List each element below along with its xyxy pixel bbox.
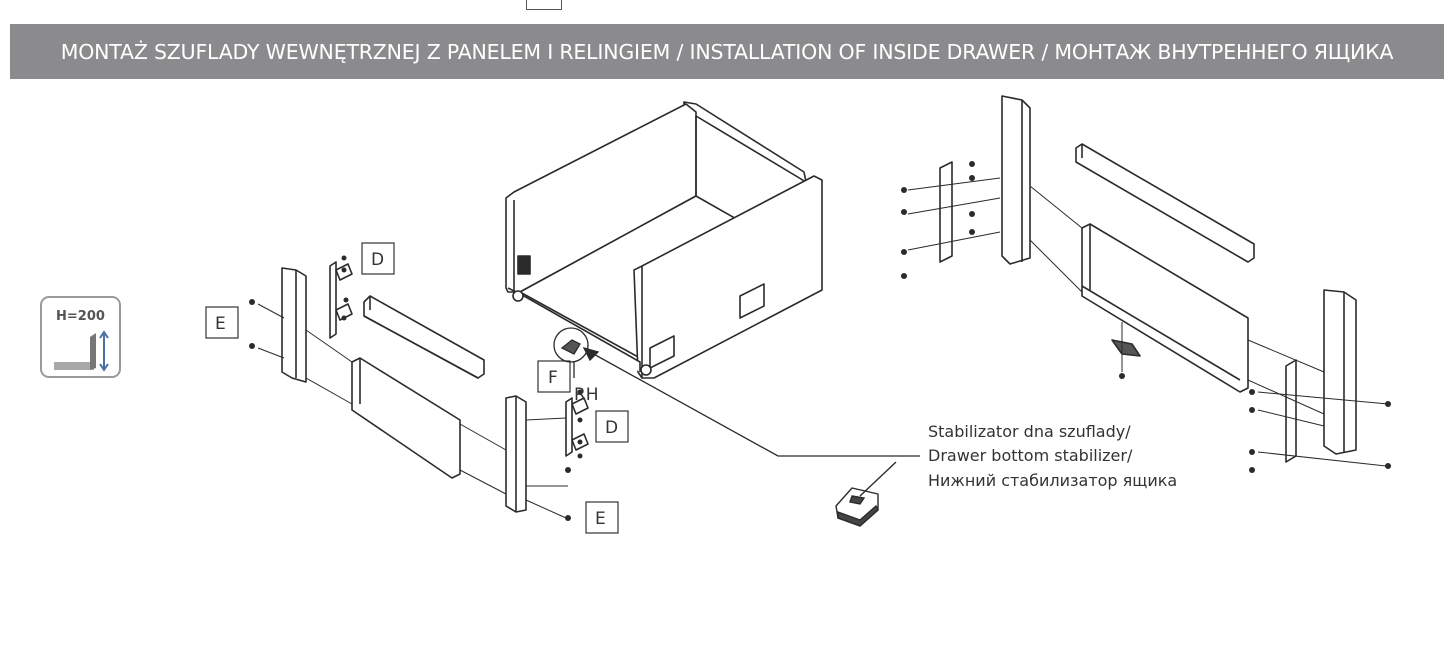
drawer-box xyxy=(505,101,823,379)
svg-text:D: D xyxy=(371,250,384,270)
front-panel-assembly xyxy=(281,261,589,513)
svg-text:E: E xyxy=(595,509,606,529)
page-title: MONTAŻ SZUFLADY WEWNĘTRZNEJ Z PANELEM I … xyxy=(60,39,1394,64)
height-badge-label: H=200 xyxy=(56,309,105,324)
caption-line-1: Stabilizator dna szuflady/ xyxy=(928,422,1131,441)
svg-text:E: E xyxy=(215,314,226,334)
label-f: F xyxy=(537,360,571,393)
label-d-top: D xyxy=(361,242,395,275)
svg-text:D: D xyxy=(605,418,618,438)
stabilizer-part-icon xyxy=(835,461,897,527)
top-tab-edge xyxy=(526,0,562,10)
height-badge: H=200 xyxy=(40,296,121,378)
screws-left xyxy=(249,255,583,521)
caption-line-2: Drawer bottom stabilizer/ xyxy=(928,446,1133,465)
label-e-left: E xyxy=(205,306,239,339)
svg-text:F: F xyxy=(548,368,558,388)
right-guide-lines xyxy=(907,177,1389,467)
label-d-bottom: D xyxy=(595,410,629,443)
header-bar: MONTAŻ SZUFLADY WEWNĘTRZNEJ Z PANELEM I … xyxy=(10,24,1444,79)
screws-right xyxy=(901,161,1391,473)
label-e-bottom: E xyxy=(585,501,619,534)
side-profile-back xyxy=(939,95,1357,463)
label-rh: RH xyxy=(574,385,599,405)
stabilizer-callout xyxy=(553,327,920,457)
front-panel-guide-lines xyxy=(257,303,568,519)
caption-line-3: Нижний стабилизатор ящика xyxy=(928,471,1177,490)
